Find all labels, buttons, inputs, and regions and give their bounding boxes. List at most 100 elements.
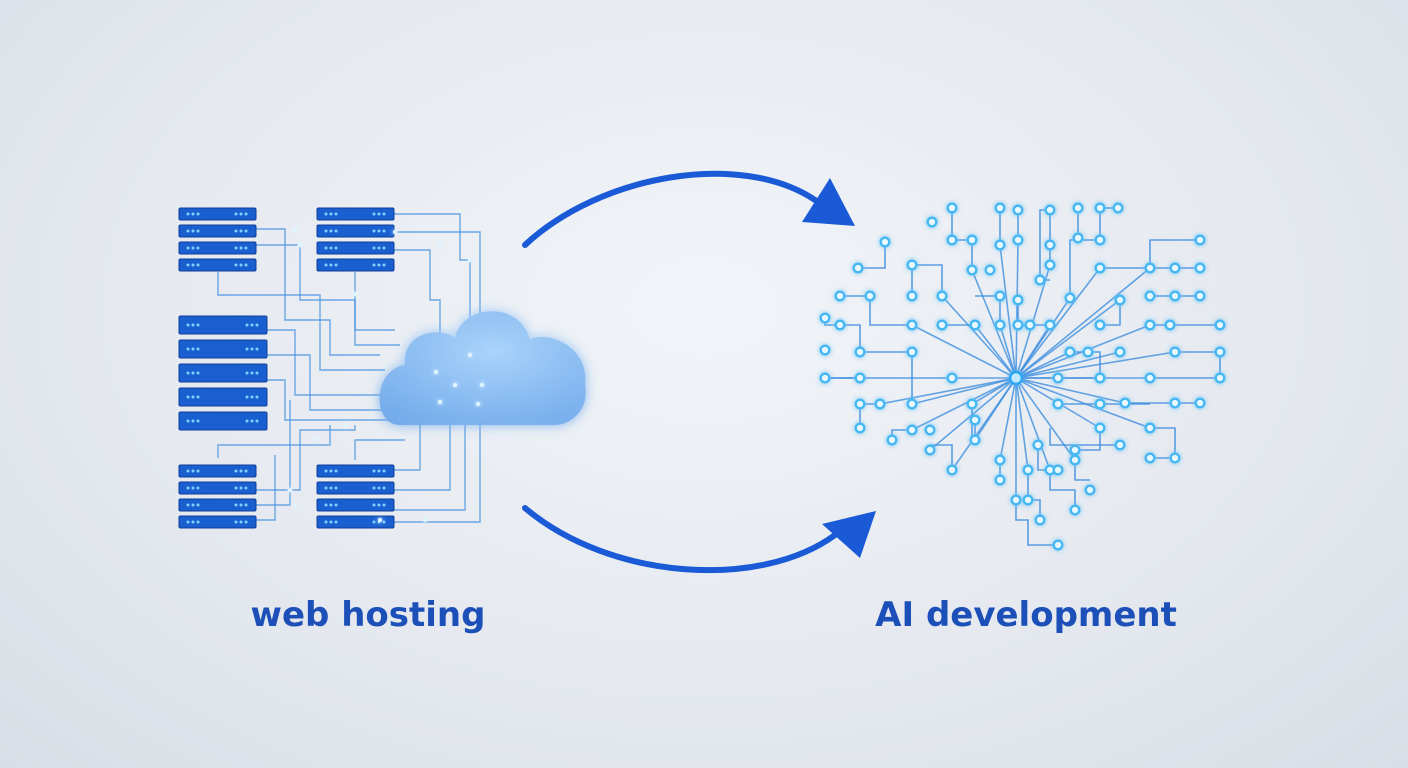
neural-node [1169, 346, 1181, 358]
server-led [329, 263, 333, 267]
server-led [186, 229, 190, 233]
neural-node [834, 290, 846, 302]
server-rack-bottom-left [178, 464, 257, 529]
server-led [191, 395, 195, 399]
server-led [329, 246, 333, 250]
cloud-connection-dots [287, 227, 485, 523]
neural-node [1114, 439, 1126, 451]
neural-node [1194, 262, 1206, 274]
top-curved-arrow [522, 170, 818, 248]
server-led [234, 212, 238, 216]
server-unit [316, 515, 395, 529]
neural-node [1022, 464, 1034, 476]
server-unit [178, 315, 268, 335]
neural-node [1164, 319, 1176, 331]
glow-dot [467, 352, 473, 358]
neural-node [969, 319, 981, 331]
server-unit [178, 258, 257, 272]
server-unit [316, 241, 395, 255]
server-led [324, 263, 328, 267]
neural-node [886, 434, 898, 446]
neural-trace [951, 208, 973, 270]
glow-dot [437, 242, 443, 248]
neural-node [1012, 234, 1024, 246]
server-led [329, 212, 333, 216]
glow-dot [433, 369, 439, 375]
neural-node [1094, 202, 1106, 214]
server-led [191, 229, 195, 233]
server-led [244, 469, 248, 473]
server-led [377, 263, 381, 267]
glow-dot [312, 437, 318, 443]
server-led [245, 371, 249, 375]
glow-dot [292, 227, 298, 233]
glow-dot [437, 399, 443, 405]
neural-node [969, 414, 981, 426]
neural-link [1015, 377, 1126, 404]
neural-link [1015, 377, 1151, 429]
neural-node [1072, 202, 1084, 214]
server-racks [178, 207, 395, 529]
neural-link [1015, 267, 1151, 379]
server-led [239, 212, 243, 216]
server-led [377, 246, 381, 250]
server-led [250, 347, 254, 351]
server-led [196, 503, 200, 507]
server-led [382, 212, 386, 216]
server-led [234, 263, 238, 267]
neural-link [911, 377, 1017, 405]
circuit-line [394, 405, 481, 523]
circuit-line [217, 425, 331, 458]
neural-trace [912, 264, 943, 296]
neural-node [1194, 397, 1206, 409]
server-led [324, 212, 328, 216]
server-led [334, 486, 338, 490]
server-led [186, 419, 190, 423]
server-led [191, 503, 195, 507]
neural-node [1144, 422, 1156, 434]
server-led [382, 263, 386, 267]
neural-node [854, 346, 866, 358]
neural-trace [1049, 428, 1120, 446]
neural-link [999, 244, 1017, 379]
server-unit [178, 241, 257, 255]
neural-node [1034, 514, 1046, 526]
server-unit [316, 498, 395, 512]
server-led [191, 469, 195, 473]
server-unit [316, 207, 395, 221]
server-led [186, 246, 190, 250]
server-unit [178, 387, 268, 407]
server-led [191, 419, 195, 423]
neural-node [1194, 290, 1206, 302]
neural-node [854, 398, 866, 410]
server-led [186, 469, 190, 473]
circuit-line [267, 379, 390, 421]
server-led [234, 486, 238, 490]
neural-node [874, 398, 886, 410]
neural-link [951, 377, 1017, 471]
server-led [191, 323, 195, 327]
server-led [250, 371, 254, 375]
neural-node [994, 239, 1006, 251]
neural-node [946, 464, 958, 476]
circuit-line [256, 455, 276, 521]
neural-link [971, 377, 1017, 405]
neural-link [1015, 239, 1019, 379]
neural-trace [1150, 427, 1176, 459]
neural-link [1015, 377, 1051, 471]
neural-node [994, 454, 1006, 466]
server-led [250, 419, 254, 423]
neural-link [1015, 351, 1071, 379]
neural-node [1069, 454, 1081, 466]
server-led [196, 323, 200, 327]
neural-link [929, 377, 1017, 451]
server-unit [178, 339, 268, 359]
neural-node [1112, 202, 1124, 214]
server-led [329, 486, 333, 490]
server-led [382, 503, 386, 507]
server-led [372, 503, 376, 507]
server-rack-top-right [316, 207, 395, 272]
server-led [244, 503, 248, 507]
server-led [196, 469, 200, 473]
